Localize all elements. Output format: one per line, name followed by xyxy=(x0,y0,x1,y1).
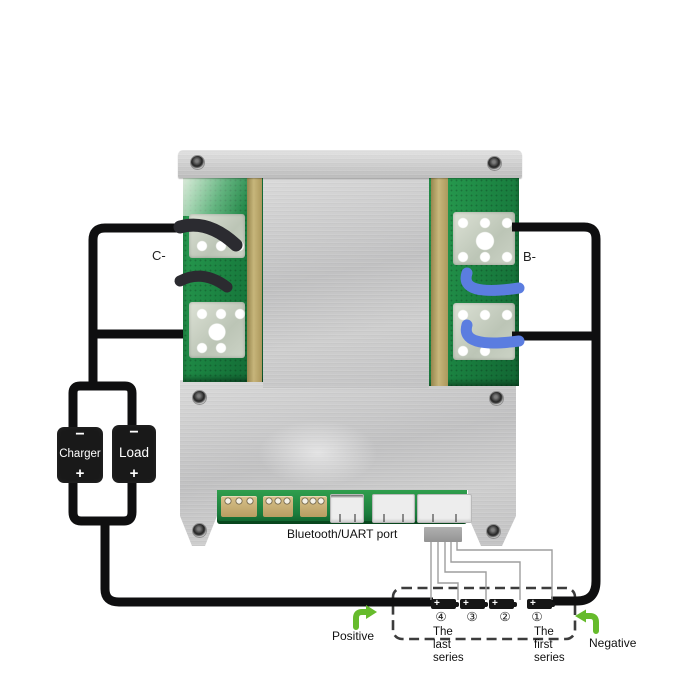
left-solder-pad-bottom xyxy=(189,302,245,358)
load-label: Load xyxy=(118,444,150,460)
screw-icon xyxy=(191,522,207,538)
connector-block xyxy=(221,496,257,517)
bluetooth-uart-port-label: Bluetooth/UART port xyxy=(287,527,398,541)
balance-plug xyxy=(424,527,462,542)
board-left-pcb xyxy=(183,178,263,382)
charger-plus-terminal: + xyxy=(75,465,85,482)
balance-wire xyxy=(444,542,487,600)
connector-block xyxy=(263,496,293,517)
battery-cell-3: + xyxy=(460,598,488,609)
charger-load-plus-loop xyxy=(68,481,137,526)
board-center-plate xyxy=(263,178,429,388)
right-solder-pad-bottom xyxy=(453,303,515,360)
load-minus-terminal: − xyxy=(129,424,139,441)
balance-wire xyxy=(437,542,459,600)
caption-line: series xyxy=(534,652,565,664)
right-pcb-edge xyxy=(431,178,448,386)
plate-watermark xyxy=(258,420,378,486)
c-minus-wire xyxy=(88,223,183,386)
b-minus-wire xyxy=(512,222,601,606)
screw-icon xyxy=(488,390,504,406)
cell-2-number: ② xyxy=(499,610,511,624)
screw-icon xyxy=(189,154,205,170)
caption-line: The xyxy=(534,626,554,638)
board-right-pcb xyxy=(429,178,519,386)
cell-1-plus: + xyxy=(530,598,536,609)
caption-line: first xyxy=(534,639,553,651)
charger-box: − Charger + xyxy=(57,427,103,483)
caption-line: The xyxy=(433,626,453,638)
balance-wire xyxy=(456,542,553,600)
board-top-bar xyxy=(178,150,522,178)
white-connector xyxy=(372,494,415,523)
connector-block xyxy=(300,496,327,517)
battery-cell-1: + xyxy=(527,598,555,609)
bluetooth-uart-connector xyxy=(417,494,472,523)
negative-arrow-icon xyxy=(575,609,599,634)
left-pcb-tinned-area xyxy=(183,178,247,216)
load-plus-terminal: + xyxy=(129,465,139,482)
battery-cell-2: + xyxy=(489,598,517,609)
cell-2-plus: + xyxy=(492,598,498,609)
negative-label: Negative xyxy=(589,636,637,650)
caption-line: series xyxy=(433,652,464,664)
charger-label: Charger xyxy=(59,447,101,460)
screw-icon xyxy=(485,523,501,539)
right-solder-pad-top xyxy=(453,212,515,265)
positive-arrow-icon xyxy=(353,605,377,630)
screw-icon xyxy=(486,155,502,171)
b-minus-label: B- xyxy=(523,249,536,264)
board-connector-strip xyxy=(217,490,472,524)
cell-3-plus: + xyxy=(463,598,469,609)
balance-wire xyxy=(450,542,521,600)
caption-line: last xyxy=(433,639,451,651)
last-series-caption: The last series xyxy=(433,626,464,665)
c-minus-label: C- xyxy=(152,248,166,263)
left-solder-pad-top xyxy=(189,214,245,258)
first-series-caption: The first series xyxy=(534,626,565,665)
cell-1-number: ① xyxy=(531,610,543,624)
charger-load-minus-loop xyxy=(68,381,137,429)
left-pcb-edge xyxy=(247,178,262,382)
cell-4-number: ④ xyxy=(435,610,447,624)
battery-cell-4: + xyxy=(431,598,459,609)
load-box: − Load + xyxy=(112,425,156,483)
balance-wires xyxy=(430,542,553,600)
white-connector xyxy=(330,494,364,523)
cell-3-number: ③ xyxy=(466,610,478,624)
screw-icon xyxy=(191,389,207,405)
charger-minus-terminal: − xyxy=(75,426,85,443)
cell-4-plus: + xyxy=(434,598,440,609)
positive-label: Positive xyxy=(332,629,375,643)
bms-board xyxy=(178,150,522,546)
